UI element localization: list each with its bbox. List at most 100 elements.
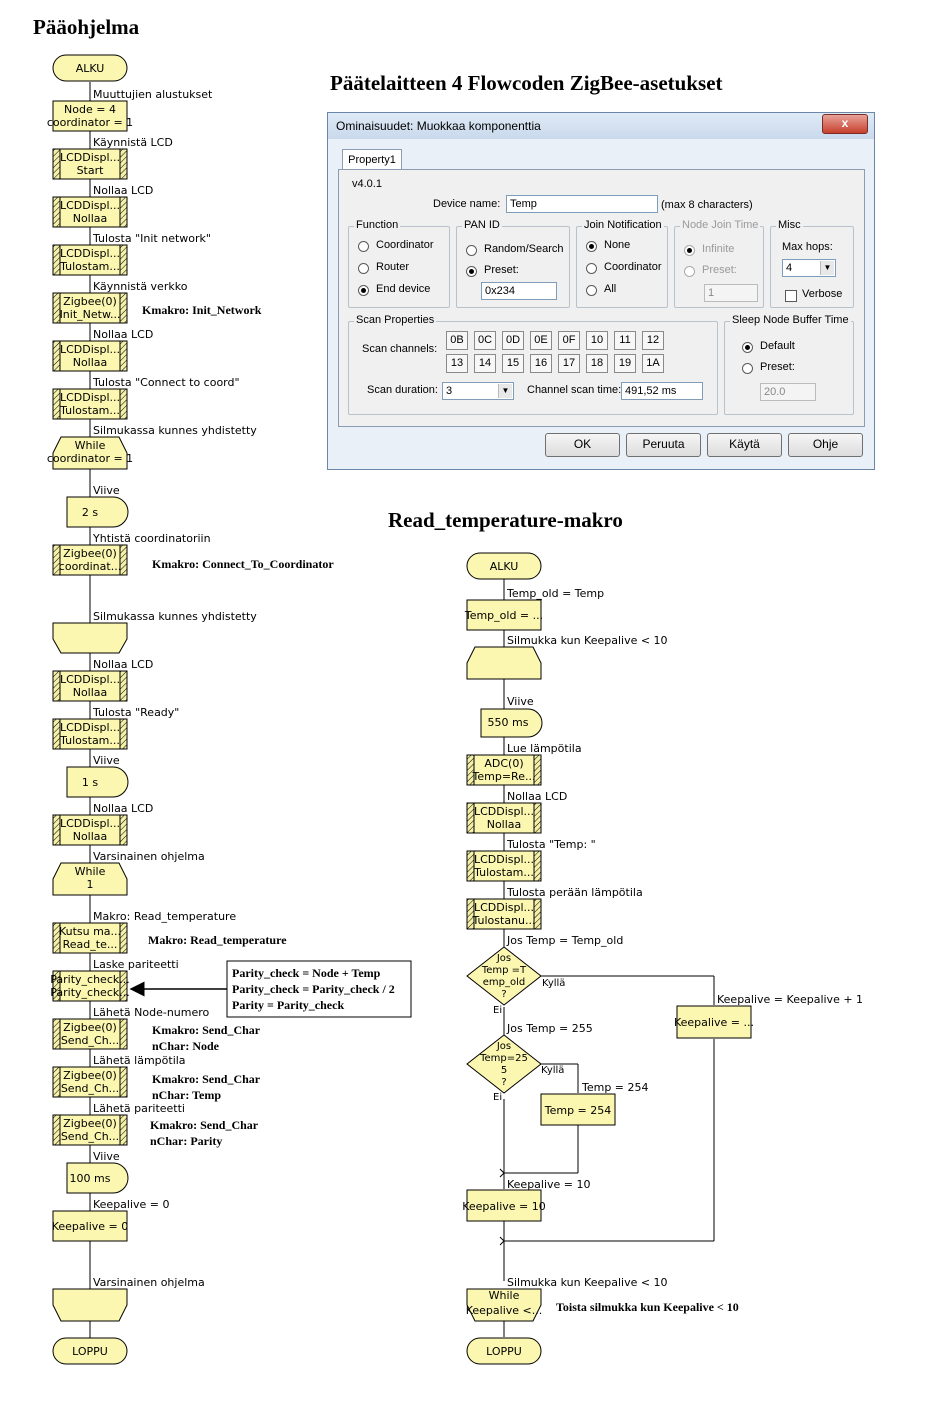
chevron-down-icon[interactable]: ▼	[820, 261, 834, 275]
property-panel: v4.0.1 Device name: Temp (max 8 characte…	[338, 169, 865, 427]
radio-pan-preset[interactable]	[466, 266, 477, 277]
macro-while-text-2: Keepalive <...	[466, 1304, 543, 1317]
main-box-text-1: Zigbee(0)	[63, 1117, 117, 1130]
macro-while-text-1: While	[489, 1289, 520, 1302]
main-box-text-1: LCDDispl...	[60, 343, 120, 356]
scan-channel-toggle[interactable]: 0E	[530, 331, 552, 350]
apply-button[interactable]: Käytä	[707, 433, 782, 457]
scan-duration-select[interactable]: 3 ▼	[442, 382, 514, 400]
function-router-label: Router	[376, 261, 410, 273]
scan-channel-toggle[interactable]: 14	[474, 354, 496, 373]
ok-button[interactable]: OK	[545, 433, 620, 457]
main-macro-box	[59, 970, 121, 1002]
main-start-label: ALKU	[76, 62, 105, 75]
macro-decision-2-l1: Jos	[496, 1041, 511, 1052]
scan-channel-toggle[interactable]: 1A	[642, 354, 664, 373]
radio-join-preset[interactable]	[684, 266, 695, 277]
scan-channel-toggle[interactable]: 0C	[474, 331, 496, 350]
scan-channel-toggle[interactable]: 0B	[446, 331, 468, 350]
parity-line-2: Parity_check = Parity_check / 2	[232, 982, 395, 996]
radio-join-coordinator[interactable]	[586, 263, 597, 274]
scan-channel-toggle[interactable]: 0D	[502, 331, 524, 350]
main-step-label: Lähetä Node-numero	[93, 1006, 210, 1019]
radio-pan-random[interactable]	[466, 245, 477, 256]
macro-label-keep10: Keepalive = 10	[507, 1178, 591, 1191]
scan-channel-toggle[interactable]: 15	[502, 354, 524, 373]
main-start-terminal	[52, 54, 128, 82]
scan-channel-toggle[interactable]: 13	[446, 354, 468, 373]
join-time-field[interactable]: 1	[704, 284, 758, 302]
radio-join-none[interactable]	[586, 241, 597, 252]
main-box-text-1: Zigbee(0)	[63, 1021, 117, 1034]
macro-decision-1-l3: emp_old	[483, 977, 526, 988]
parity-line-1: Parity_check = Node + Temp	[232, 966, 381, 980]
verbose-checkbox[interactable]	[785, 290, 797, 302]
zigbee-settings-title: Päätelaitteen 4 Flowcoden ZigBee-asetuks…	[330, 71, 723, 95]
radio-join-all[interactable]	[586, 285, 597, 296]
sleep-buffer-field[interactable]: 20.0	[760, 383, 816, 401]
scan-channel-toggle[interactable]: 10	[586, 331, 608, 350]
macro-flowchart-title: Read_temperature-makro	[388, 508, 623, 532]
scan-channel-toggle[interactable]: 17	[558, 354, 580, 373]
device-name-field[interactable]: Temp	[506, 195, 658, 213]
main-delay-box	[66, 496, 129, 528]
join-notification-legend: Join Notification	[582, 219, 664, 231]
close-icon[interactable]: x	[822, 114, 868, 134]
main-box-text-2: Nollaa	[73, 356, 108, 369]
help-button[interactable]: Ohje	[788, 433, 863, 457]
radio-coordinator[interactable]	[358, 241, 369, 252]
join-none-label: None	[604, 239, 631, 251]
main-step-label: Nollaa LCD	[93, 184, 153, 197]
main-macro-box	[59, 814, 121, 846]
main-macro-box	[59, 388, 121, 420]
radio-sleep-preset[interactable]	[742, 363, 753, 374]
parity-callout-box	[226, 960, 412, 1018]
radio-end-device[interactable]	[358, 285, 369, 296]
annotation-connect: Kmakro: Connect_To_Coordinator	[152, 557, 334, 571]
main-box-text: 100 ms	[70, 1172, 111, 1185]
main-box-text-2: Nollaa	[73, 830, 108, 843]
macro-decision-1-l4: ?	[501, 989, 506, 1000]
main-box-text: 2 s	[82, 506, 98, 519]
scan-channel-toggle[interactable]: 0F	[558, 331, 580, 350]
radio-router[interactable]	[358, 263, 369, 274]
max-hops-select[interactable]: 4 ▼	[782, 259, 836, 277]
macro-loop-top	[466, 646, 542, 680]
macro-print2-box	[473, 898, 535, 930]
radio-sleep-default[interactable]	[742, 342, 753, 353]
scan-channel-toggle[interactable]: 16	[530, 354, 552, 373]
sleep-buffer-legend: Sleep Node Buffer Time	[730, 314, 851, 326]
main-box-text-1: LCDDispl...	[60, 247, 120, 260]
pan-id-field[interactable]: 0x234	[481, 282, 557, 300]
main-box-text-2: Start	[77, 164, 105, 177]
cancel-button[interactable]: Peruuta	[626, 433, 701, 457]
main-loop-start	[52, 436, 128, 470]
dialog-titlebar[interactable]: Ominaisuudet: Muokkaa komponenttia x	[328, 113, 874, 139]
scan-channel-toggle[interactable]: 11	[614, 331, 636, 350]
main-box-text-1: Zigbee(0)	[63, 547, 117, 560]
main-calc-box	[52, 100, 128, 132]
scan-channel-toggle[interactable]: 18	[586, 354, 608, 373]
main-step-label: Käynnistä LCD	[93, 136, 173, 149]
scan-channels-label: Scan channels:	[362, 343, 438, 355]
macro-label-keep1: Keepalive = Keepalive + 1	[717, 993, 863, 1006]
macro-adc-text-1: ADC(0)	[484, 757, 523, 770]
main-box-text-1: Node = 4	[64, 103, 116, 116]
main-box-text-2: Init_Netw...	[60, 308, 121, 321]
channel-scan-time-field[interactable]: 491,52 ms	[621, 382, 703, 400]
radio-join-infinite[interactable]	[684, 245, 695, 256]
scan-duration-label: Scan duration:	[367, 384, 438, 396]
scan-channel-toggle[interactable]: 12	[642, 331, 664, 350]
tab-property1[interactable]: Property1	[342, 149, 402, 170]
macro-label-clear: Nollaa LCD	[507, 790, 567, 803]
main-box-text-1: LCDDispl...	[60, 817, 120, 830]
verbose-label: Verbose	[802, 288, 843, 300]
main-step-label: Lähetä pariteetti	[93, 1102, 185, 1115]
version-label: v4.0.1	[352, 178, 382, 190]
annotation-send-node-a: Kmakro: Send_Char	[152, 1023, 261, 1037]
main-box-text-2: Send_Ch...	[61, 1082, 119, 1095]
scan-channel-toggle[interactable]: 19	[614, 354, 636, 373]
main-macro-box	[59, 196, 121, 228]
node-join-time-legend: Node Join Time	[680, 219, 761, 231]
chevron-down-icon[interactable]: ▼	[498, 384, 512, 398]
